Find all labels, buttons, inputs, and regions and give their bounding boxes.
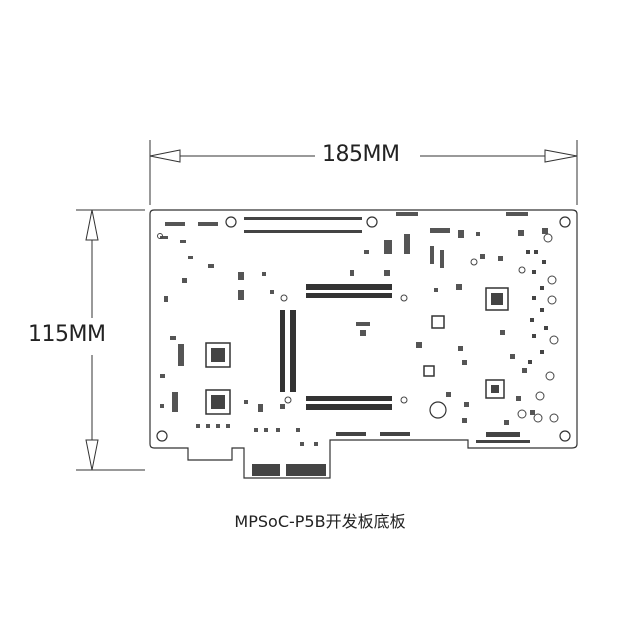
top-header-connector [244, 217, 362, 233]
height-dimension [76, 209, 145, 471]
mounting-holes [156, 216, 571, 442]
board-outline [149, 209, 578, 479]
height-arrow-top [85, 209, 99, 241]
som-connector-left-2 [290, 310, 296, 392]
passive-components [160, 212, 548, 446]
mounting-hole [225, 216, 237, 228]
som-connectors [280, 284, 392, 410]
test-points [157, 233, 559, 423]
width-dimension [149, 140, 578, 205]
bottom-connectors [336, 432, 530, 443]
mounting-hole [156, 430, 168, 442]
ic-chip [205, 389, 231, 415]
board-caption: MPSoC-P5B开发板底板 [234, 512, 406, 531]
width-arrow-right [544, 149, 578, 163]
som-connector-top-2 [306, 293, 392, 298]
som-connector-bottom-1 [306, 396, 392, 401]
mounting-hole [559, 430, 571, 442]
height-dimension-label: 115MM [28, 322, 106, 347]
som-connector-bottom-2 [306, 404, 392, 410]
mounting-hole [429, 401, 447, 419]
mounting-hole [559, 216, 571, 228]
dense-component-area [526, 250, 548, 364]
width-arrow-left [149, 149, 181, 163]
ic-chip [423, 365, 435, 377]
pcie-edge-connector [252, 464, 326, 476]
width-dimension-label: 185MM [322, 142, 400, 167]
som-connector-left-1 [280, 310, 285, 392]
ic-chip [431, 315, 445, 329]
height-arrow-bottom [85, 439, 99, 471]
ic-cores [211, 293, 503, 409]
mounting-hole [366, 216, 378, 228]
som-connector-top-1 [306, 284, 392, 290]
